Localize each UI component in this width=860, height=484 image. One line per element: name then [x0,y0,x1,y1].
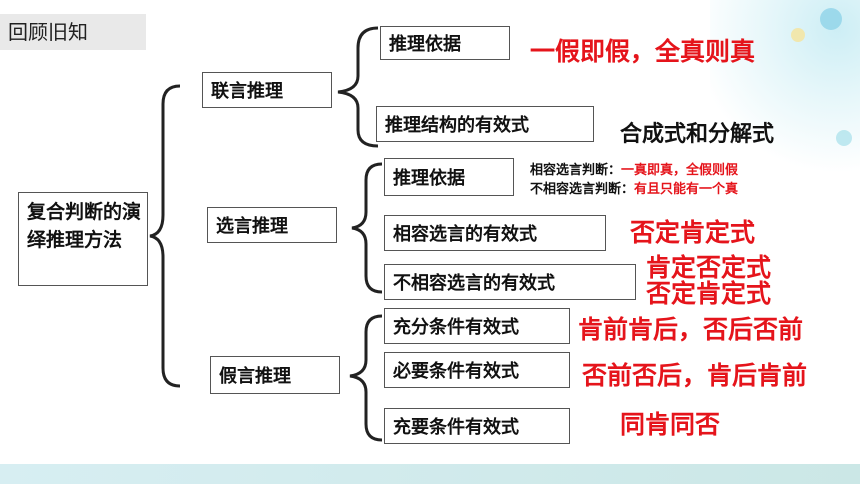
answer-text: 肯前肯后，否后否前 [578,315,804,344]
bottom-band [0,464,860,484]
flower-decoration [791,28,805,42]
section-tag: 回顾旧知 [0,14,146,50]
item-box-sufficient: 充分条件有效式 [384,308,570,344]
root-box: 复合判断的演绎推理方法 [18,192,148,286]
note-value: 一真即真，全假则假 [621,163,739,178]
note-prefix: 不相容选言判断： [530,182,635,197]
group3-brace [349,314,383,442]
group-box-conjunctive: 联言推理 [202,72,332,108]
decorative-background [710,0,860,190]
group2-brace [351,162,383,294]
item-box-compatible-valid: 相容选言的有效式 [384,215,606,251]
item-box-biconditional: 充要条件有效式 [384,408,570,444]
note-prefix: 相容选言判断： [530,163,622,178]
item-box-valid-forms: 推理结构的有效式 [376,106,594,142]
answer-text: 同肯同否 [620,410,721,439]
group-box-hypothetical: 假言推理 [210,356,340,394]
flower-decoration [836,130,852,146]
answer-text: 合成式和分解式 [620,122,775,147]
item-box-basis: 推理依据 [384,158,514,196]
answer-text: 否定肯定式 [646,279,772,308]
answer-text: 否前否后，肯后肯前 [582,361,808,390]
flower-decoration [820,8,842,30]
group-box-disjunctive: 选言推理 [207,207,337,243]
note-value: 有且只能有一个真 [634,182,739,197]
answer-text: 肯定否定式 [646,253,772,282]
root-brace [149,84,181,388]
item-box-necessary: 必要条件有效式 [384,352,570,388]
group1-brace [337,26,379,148]
item-box-incompatible-valid: 不相容选言的有效式 [384,264,636,300]
answer-text: 一假即假，全真则真 [530,37,756,66]
item-box-basis: 推理依据 [380,26,510,60]
answer-text: 否定肯定式 [630,218,756,247]
basis-note: 相容选言判断：一真即真，全假则假 不相容选言判断：有且只能有一个真 [530,161,738,199]
